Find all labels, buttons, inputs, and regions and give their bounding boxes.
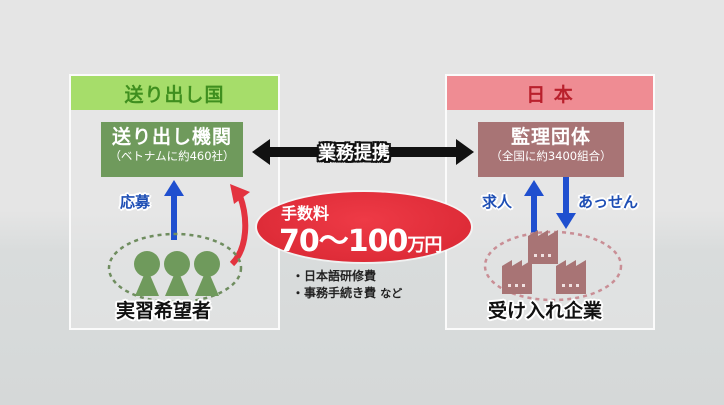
fee-item-text: ・事務手続き費 <box>292 286 377 300</box>
sending-country-header-label: 送り出し国 <box>124 83 225 106</box>
japan-header: 日 本 <box>447 76 653 110</box>
fee-bubble: 手数料 70～100万円 <box>257 192 471 262</box>
fee-amount: 70～100万円 <box>279 216 442 260</box>
apply-label: 応募 <box>120 193 151 211</box>
supervising-org-title: 監理団体 <box>510 126 591 148</box>
partnership-label: 業務提携 <box>318 143 390 164</box>
fee-items-suffix: など <box>380 287 403 300</box>
placement-label: あっせん <box>578 193 639 211</box>
job-offer-arrow-icon <box>524 180 544 240</box>
sending-agency-subtitle: （ベトナムに約460社） <box>109 149 235 163</box>
fee-amount-unit: 万円 <box>407 235 442 256</box>
job-offer-label: 求人 <box>482 193 513 211</box>
applicants-label: 実習希望者 <box>116 300 212 322</box>
sending-agency-title: 送り出し機関 <box>111 126 232 148</box>
apply-arrow-icon <box>164 180 184 240</box>
companies-label: 受け入れ企業 <box>488 300 603 322</box>
fee-item: ・事務手続き費 など <box>292 285 402 302</box>
double-arrow-icon <box>252 139 474 165</box>
fee-items-list: ・日本語研修費 ・事務手続き費 など <box>292 268 402 302</box>
applicants-group <box>107 232 243 304</box>
companies-group <box>483 230 623 302</box>
placement-arrow-icon <box>556 177 576 229</box>
fee-title: 手数料 <box>281 204 330 223</box>
person-icons <box>134 251 220 296</box>
japan-panel: 日 本 <box>445 74 655 330</box>
supervising-org-box: 監理団体 （全国に約3400組合） <box>478 122 624 177</box>
sending-agency-box: 送り出し機関 （ベトナムに約460社） <box>101 122 243 177</box>
fee-item: ・日本語研修費 <box>292 269 377 283</box>
japan-header-label: 日 本 <box>526 83 574 106</box>
curved-arrow-icon <box>229 184 250 267</box>
sending-country-header: 送り出し国 <box>71 76 278 110</box>
fee-amount-value: 70～100 <box>279 224 408 259</box>
supervising-org-subtitle: （全国に約3400組合） <box>490 149 612 163</box>
factory-icons <box>502 230 586 294</box>
